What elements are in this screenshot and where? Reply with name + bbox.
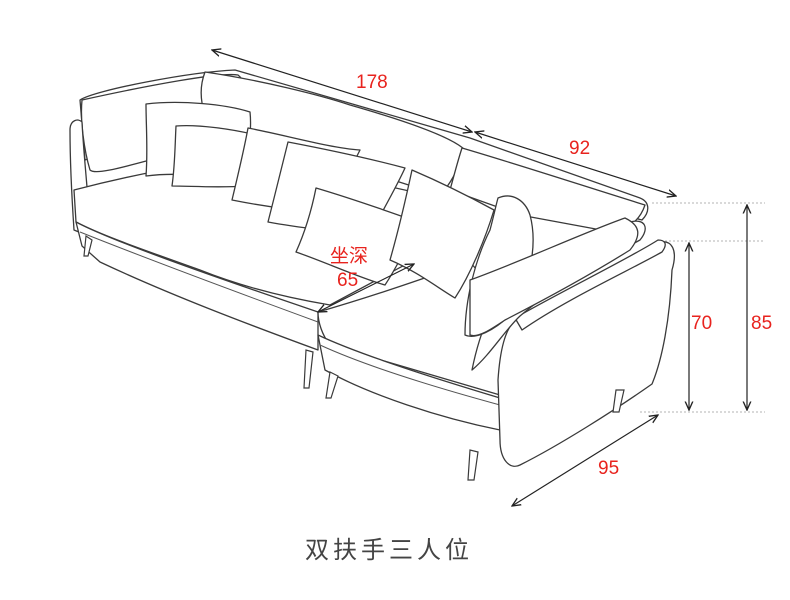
caption: 双扶手三人位 [305, 536, 473, 564]
chaise-length-dimension-line [475, 132, 676, 196]
length-label: 178 [356, 72, 388, 93]
dimension-lines [212, 50, 765, 506]
seat-main-piping [79, 231, 319, 323]
sofa-drawing [69, 69, 675, 481]
right-armrest-top [514, 239, 666, 331]
pillow-8 [469, 217, 639, 337]
chaise-length-label: 92 [569, 138, 590, 159]
leg-2 [303, 349, 314, 389]
seat-depth-label: 65 [337, 270, 358, 291]
seat-height-label: 70 [691, 313, 712, 334]
leg-1 [83, 234, 93, 257]
leg-5 [612, 389, 625, 413]
chaise-piping [319, 344, 501, 406]
dimension-labels: 178 92 坐深 65 70 85 95 [330, 72, 772, 479]
pillow-6 [389, 169, 495, 299]
chaise-depth-dimension-line [512, 415, 658, 506]
leg-4 [467, 449, 479, 481]
leg-3 [325, 371, 339, 399]
seat-depth-title-label: 坐深 [330, 245, 368, 267]
seat-depth-dimension-line [318, 264, 414, 312]
length-dimension-line [212, 50, 472, 132]
total-height-label: 85 [751, 313, 772, 334]
chaise-depth-label: 95 [598, 458, 619, 479]
